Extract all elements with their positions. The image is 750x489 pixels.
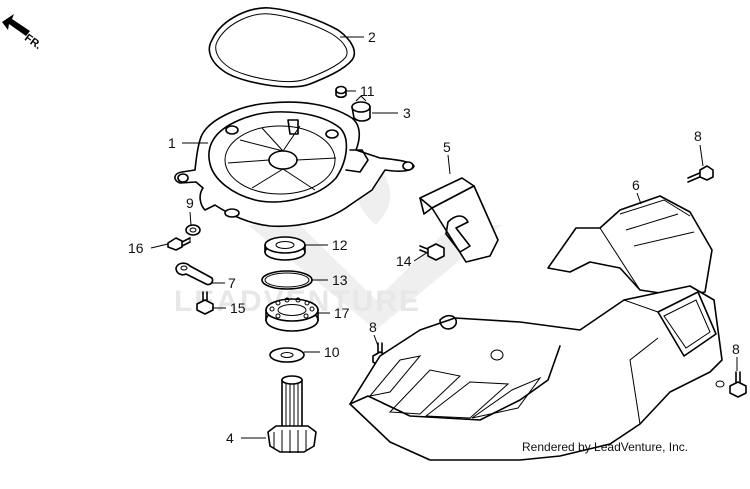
- callout-9: 9: [186, 195, 194, 211]
- washer-part-10: [269, 347, 305, 363]
- bolt-part-14: [419, 243, 445, 261]
- bolt-part-15: [196, 291, 214, 315]
- leader-lines: [150, 36, 738, 439]
- callout-8-left: 8: [369, 319, 377, 335]
- callout-12: 12: [332, 237, 348, 253]
- callout-16: 16: [128, 240, 144, 256]
- pinion-gear-part-4: [267, 375, 317, 453]
- gear-case-part-1: [174, 101, 415, 228]
- bolt-part-8-right: [729, 371, 747, 398]
- callout-5: 5: [443, 139, 451, 155]
- callout-1: 1: [168, 135, 176, 151]
- cap-part-11: [335, 85, 347, 99]
- bolt-part-8-top: [687, 165, 714, 183]
- callout-labels: 1 2 3 4 5 6 7 8 8 8 9 10 11 12 13 14 15 …: [128, 29, 740, 446]
- callout-3: 3: [403, 105, 411, 121]
- callout-17: 17: [334, 305, 350, 321]
- bearing-part-17: [265, 297, 319, 332]
- callout-15: 15: [230, 300, 246, 316]
- clamp-part-7: [175, 262, 214, 286]
- cover-part-6: [349, 195, 725, 461]
- callout-6: 6: [632, 177, 640, 193]
- callout-7: 7: [228, 275, 236, 291]
- gasket-part-2: [208, 7, 356, 88]
- bearing-part-12: [264, 236, 306, 261]
- callout-14: 14: [396, 253, 412, 269]
- bracket-part-5: [419, 177, 499, 263]
- callout-8-top: 8: [694, 128, 702, 144]
- callout-13: 13: [332, 272, 348, 288]
- front-direction-arrow: [2, 14, 30, 36]
- bolt-part-16: [167, 237, 191, 251]
- callout-10: 10: [324, 344, 340, 360]
- plug-part-3: [351, 95, 371, 122]
- callout-2: 2: [368, 29, 376, 45]
- callout-8-right: 8: [732, 341, 740, 357]
- callout-4: 4: [226, 430, 234, 446]
- washer-part-9: [185, 224, 201, 236]
- callout-11: 11: [360, 83, 375, 99]
- render-credit: Rendered by LeadVenture, Inc.: [522, 440, 689, 454]
